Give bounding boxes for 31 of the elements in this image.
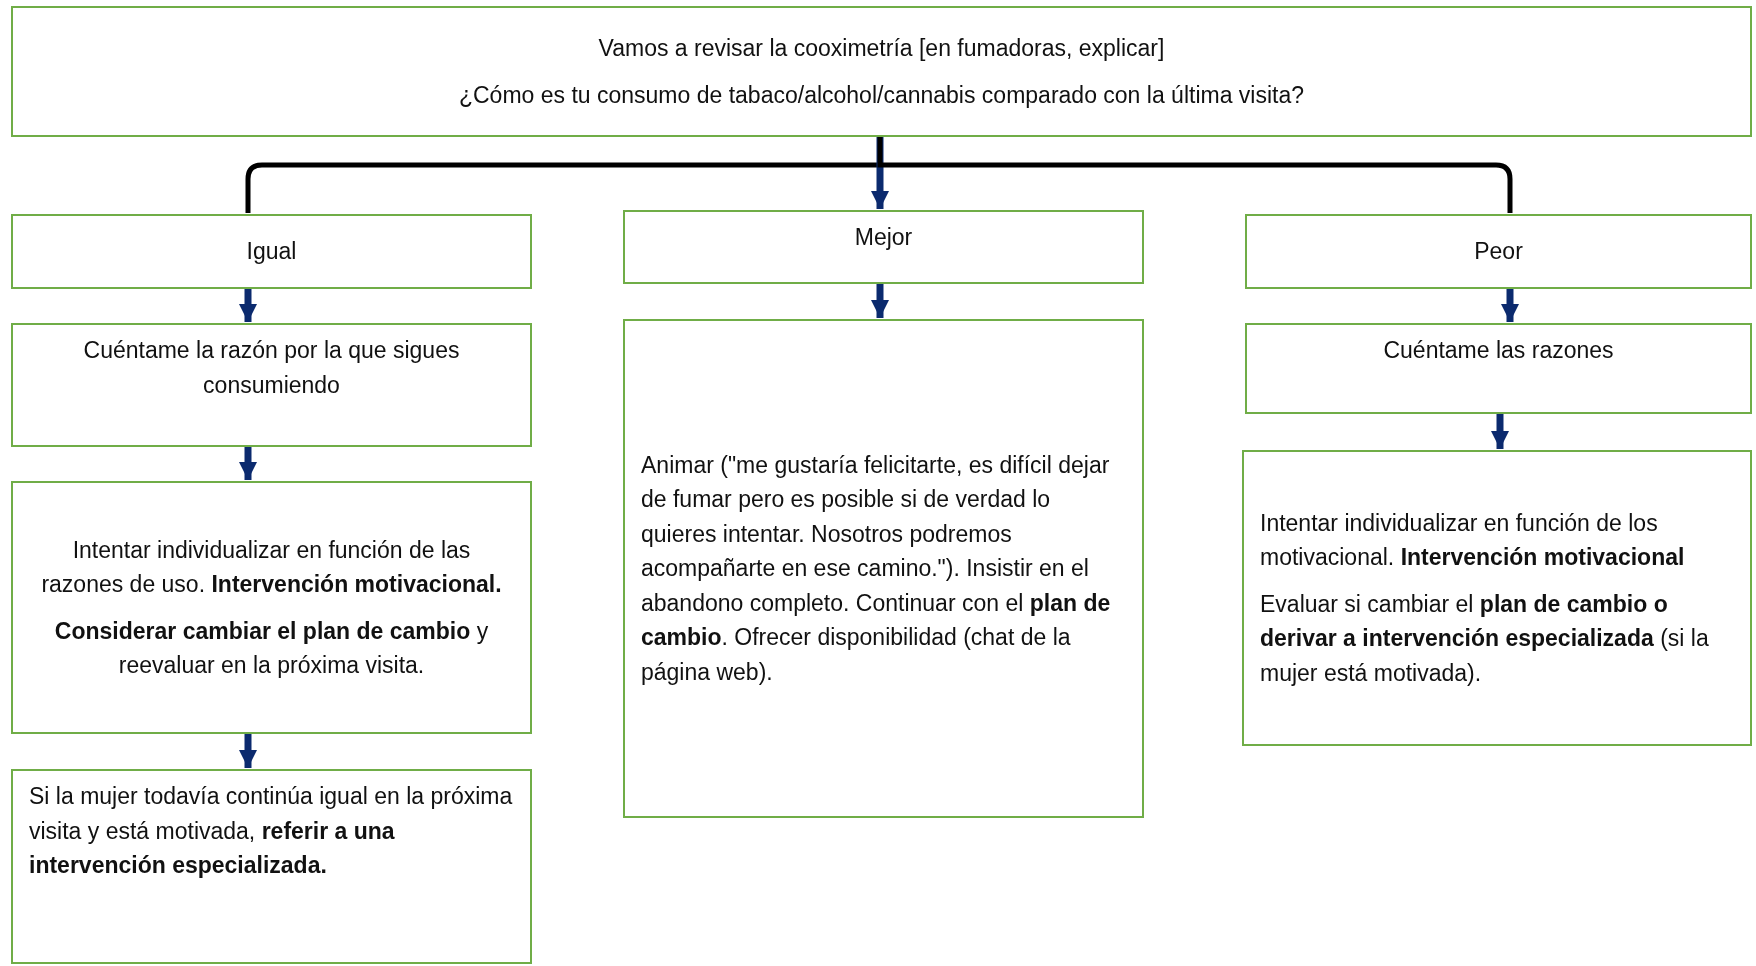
box-text: Igual (245, 237, 298, 267)
process-box (623, 210, 1144, 284)
process-box (11, 214, 532, 289)
box-text: Considerar cambiar el plan de cambio y reevaluar en la próxima visita. (53, 616, 490, 680)
process-box (11, 323, 532, 447)
box-text: Vamos a revisar la cooximetría [en fumadoras, explicar] (597, 34, 1166, 63)
arrow (239, 289, 257, 322)
arrow (1501, 289, 1519, 322)
box-text: Si la mujer todavía continúa igual en la próxima visita y está motivada, referir a una intervención especializada. (29, 782, 514, 880)
arrow (1491, 414, 1509, 449)
arrow (871, 284, 889, 318)
box-text: Cuéntame las razones (1382, 336, 1615, 365)
process-box (623, 319, 1144, 818)
box-text: Intentar individualizar en función de las razones de uso. Intervención motivacional. (40, 535, 503, 599)
arrow (239, 734, 257, 768)
box-text: Animar ("me gustaría felicitarte, es difícil dejar de fumar pero es posible si de verdad lo quieres intentar. Nosotros podremos acompañarte en ese camino."). Insistir en el abandono completo. Continuar con el plan de cambio. Ofrecer disponibilidad (chat de la página web). (641, 450, 1112, 687)
process-box (1242, 450, 1752, 746)
arrow (239, 447, 257, 480)
process-box (11, 6, 1752, 137)
process-box (11, 769, 532, 964)
process-box (1245, 323, 1752, 414)
box-text: Evaluar si cambiar el plan de cambio o derivar a intervención especializada (si la mujer está motivada). (1260, 589, 1710, 688)
box-text: Cuéntame la razón por la que sigues consumiendo (82, 336, 461, 400)
box-text: Mejor (853, 223, 914, 252)
box-text: Intentar individualizar en función de los motivacional. Intervención motivacional (1260, 508, 1686, 573)
box-text: ¿Cómo es tu consumo de tabaco/alcohol/cannabis comparado con la última visita? (457, 80, 1306, 110)
box-text: Peor (1473, 237, 1524, 267)
process-box (1245, 214, 1752, 289)
process-box (11, 481, 532, 734)
bracket-line (877, 137, 1513, 213)
arrow (871, 137, 889, 209)
